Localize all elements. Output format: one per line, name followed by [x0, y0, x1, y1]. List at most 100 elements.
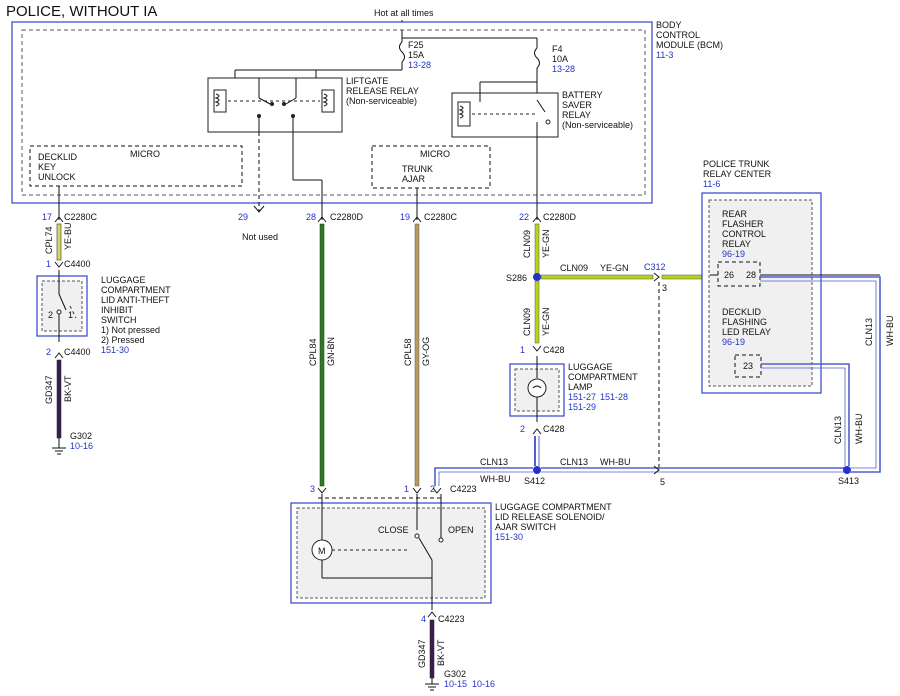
fuse-f4: F4 10A 13-28 — [534, 38, 575, 74]
svg-text:151-28[interactable]: 151-28 — [600, 392, 628, 402]
conn-c312: C312 — [644, 262, 666, 272]
conn-c2280c-b: C2280C — [424, 212, 458, 222]
svg-text:C4400: C4400 — [64, 347, 91, 357]
svg-text:151-27[interactable]: 151-27 — [568, 392, 596, 402]
svg-text:10A: 10A — [552, 54, 568, 64]
bcm-ref[interactable]: 11-3 — [656, 50, 673, 60]
svg-text:M: M — [318, 546, 326, 556]
svg-text:26: 26 — [724, 270, 734, 280]
pin-17: 17 — [42, 212, 52, 222]
svg-text:CONTROL: CONTROL — [722, 229, 766, 239]
wire-gd347-bottom — [429, 619, 435, 679]
svg-text:SWITCH: SWITCH — [101, 315, 137, 325]
svg-text:CONTROL: CONTROL — [656, 30, 700, 40]
svg-text:4: 4 — [421, 614, 426, 624]
svg-text:1: 1 — [520, 345, 525, 355]
fuse-f25: F25 15A 13-28 — [399, 30, 431, 70]
svg-text:WH-BU: WH-BU — [885, 316, 895, 347]
svg-text:(Non-serviceable): (Non-serviceable) — [562, 120, 633, 130]
wire-cln09-b — [540, 274, 654, 280]
splice-s286 — [533, 273, 541, 281]
svg-text:23: 23 — [743, 361, 753, 371]
svg-text:INHIBIT: INHIBIT — [101, 305, 134, 315]
svg-text:CLN13: CLN13 — [833, 416, 843, 444]
lid-release-solenoid: M CLOSE OPEN — [290, 494, 492, 610]
pin-22: 22 — [519, 212, 529, 222]
svg-text:C4400: C4400 — [64, 259, 91, 269]
wire-cpl74 — [56, 223, 62, 261]
svg-text:AJAR SWITCH: AJAR SWITCH — [495, 522, 556, 532]
svg-text:UNLOCK: UNLOCK — [38, 172, 76, 182]
lamp-label: LUGGAGE — [568, 362, 613, 372]
svg-text:96-19[interactable]: 96-19 — [722, 337, 745, 347]
svg-text:10-15[interactable]: 10-15 — [444, 679, 467, 689]
wire-cln09-c — [534, 280, 540, 344]
solenoid-label: LUGGAGE COMPARTMENT — [495, 502, 612, 512]
svg-text:CLN09: CLN09 — [560, 263, 588, 273]
svg-text:2) Pressed: 2) Pressed — [101, 335, 145, 345]
luggage-compartment-lamp — [509, 356, 565, 422]
svg-text:RELAY: RELAY — [722, 239, 751, 249]
wire-cln09-a — [534, 223, 540, 275]
svg-text:CLN09: CLN09 — [522, 230, 532, 258]
svg-text:LAMP: LAMP — [568, 382, 593, 392]
svg-text:COMPARTMENT: COMPARTMENT — [101, 285, 171, 295]
page-title: POLICE, WITHOUT IA — [6, 3, 157, 20]
svg-text:151-30[interactable]: 151-30 — [495, 532, 523, 542]
svg-text:YE-BU: YE-BU — [63, 222, 73, 250]
svg-text:MICRO: MICRO — [130, 149, 160, 159]
svg-text:AJAR: AJAR — [402, 174, 426, 184]
svg-text:LID RELEASE SOLENOID/: LID RELEASE SOLENOID/ — [495, 512, 605, 522]
svg-text:C428: C428 — [543, 424, 565, 434]
hot-label: Hot at all times — [374, 8, 434, 18]
svg-text:BK-VT: BK-VT — [436, 639, 446, 666]
svg-text:(Non-serviceable): (Non-serviceable) — [346, 96, 417, 106]
svg-text:S286: S286 — [506, 273, 527, 283]
svg-text:10-16[interactable]: 10-16 — [70, 441, 93, 451]
svg-text:OPEN: OPEN — [448, 525, 474, 535]
svg-text:3: 3 — [662, 283, 667, 293]
svg-text:LID ANTI-THEFT: LID ANTI-THEFT — [101, 295, 170, 305]
svg-text:13-28: 13-28 — [552, 64, 575, 74]
svg-text:1: 1 — [46, 259, 51, 269]
svg-text:LED RELAY: LED RELAY — [722, 327, 771, 337]
battery-saver-label: BATTERY — [562, 90, 603, 100]
anti-theft-switch-ref[interactable]: 151-30 — [101, 345, 129, 355]
svg-text:DECKLID: DECKLID — [38, 152, 78, 162]
svg-text:YE-GN: YE-GN — [541, 307, 551, 336]
svg-text:10-16[interactable]: 10-16 — [472, 679, 495, 689]
conn-c2280c-a: C2280C — [64, 212, 98, 222]
wire-cpl58 — [414, 223, 420, 487]
svg-text:FLASHING: FLASHING — [722, 317, 767, 327]
battery-saver-relay — [451, 68, 559, 138]
svg-text:YE-GN: YE-GN — [600, 263, 629, 273]
svg-text:151-29[interactable]: 151-29 — [568, 402, 596, 412]
svg-text:CPL84: CPL84 — [308, 338, 318, 366]
svg-text:S413: S413 — [838, 476, 859, 486]
svg-text:RELAY CENTER: RELAY CENTER — [703, 169, 772, 179]
svg-text:MICRO: MICRO — [420, 149, 450, 159]
svg-text:1) Not pressed: 1) Not pressed — [101, 325, 160, 335]
svg-text:3: 3 — [310, 484, 315, 494]
svg-text:GD347: GD347 — [44, 375, 54, 404]
svg-text:CPL74: CPL74 — [44, 226, 54, 254]
decklid-flashing-label: DECKLID — [722, 307, 762, 317]
svg-text:BK-VT: BK-VT — [63, 375, 73, 402]
svg-text:YE-GN: YE-GN — [541, 229, 551, 258]
svg-text:SAVER: SAVER — [562, 100, 592, 110]
svg-text:CLN13: CLN13 — [560, 457, 588, 467]
wire-gd347-left — [56, 359, 62, 439]
svg-text:COMPARTMENT: COMPARTMENT — [568, 372, 638, 382]
svg-text:MODULE (BCM): MODULE (BCM) — [656, 40, 723, 50]
svg-text:RELEASE RELAY: RELEASE RELAY — [346, 86, 419, 96]
ground-g302-bottom: G302 — [444, 669, 466, 679]
svg-text:C428: C428 — [543, 345, 565, 355]
wire-cpl84 — [319, 223, 325, 487]
conn-c2280d-a: C2280D — [330, 212, 364, 222]
splice-s412 — [533, 466, 541, 474]
ground-g302-left: G302 — [70, 431, 92, 441]
svg-text:11-6[interactable]: 11-6 — [703, 179, 720, 189]
anti-theft-switch-label: LUGGAGE — [101, 275, 146, 285]
svg-text:96-19[interactable]: 96-19 — [722, 249, 745, 259]
wire-cln13-b — [434, 467, 533, 486]
